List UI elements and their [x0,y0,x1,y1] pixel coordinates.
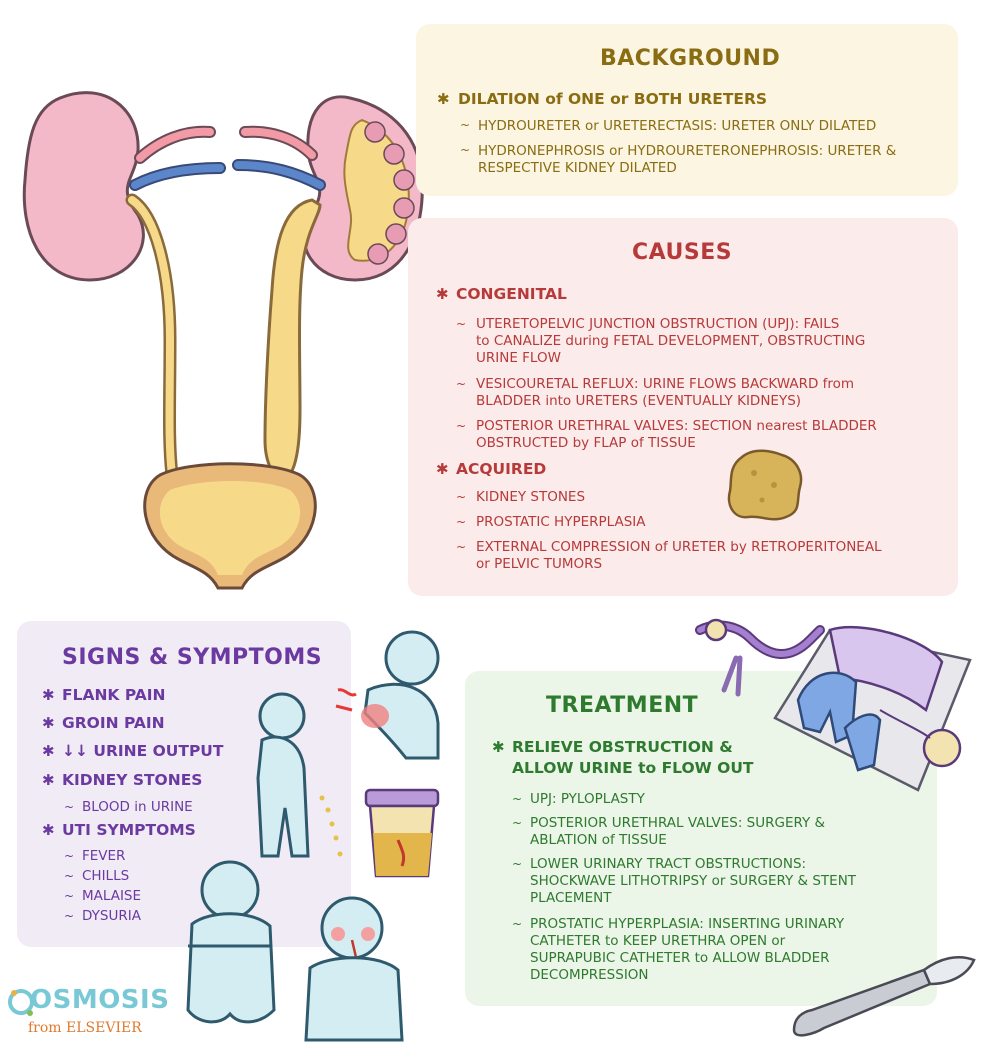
tilde-bullet-icon: ~ [460,143,471,157]
elsevier-text: from ELSEVIER [28,1020,142,1036]
tilde-bullet-icon: ~ [456,515,467,529]
congenital-item-3b: OBSTRUCTED by FLAP of TISSUE [476,435,696,451]
acquired-item-2: PROSTATIC HYPERPLASIA [476,514,646,530]
congenital-item-3a: POSTERIOR URETHRAL VALVES: SECTION neare… [476,418,877,434]
congenital-item-1a: UTERETOPELVIC JUNCTION OBSTRUCTION (UPJ)… [476,316,840,332]
tilde-bullet-icon: ~ [512,917,523,931]
treatment-item-3b: SHOCKWAVE LITHOTRIPSY or SURGERY & STENT [530,873,857,889]
treatment-item-4d: DECOMPRESSION [530,967,649,983]
treatment-title: TREATMENT [546,693,699,718]
background-sub-1: HYDROURETER or URETERECTASIS: URETER ONL… [478,118,877,134]
congenital-item-2a: VESICOURETAL REFLUX: URINE FLOWS BACKWAR… [476,376,855,392]
catheter-procedure-illustration [695,618,972,792]
sign-item-2: GROIN PAIN [62,714,165,732]
treatment-item-1: UPJ: PYLOPLASTY [530,791,645,807]
bullet-star-icon: ✱ [42,742,55,760]
treatment-point-1: RELIEVE OBSTRUCTION & [512,738,733,756]
tilde-bullet-icon: ~ [456,419,467,433]
osmosis-logo-text: OSMOSIS [30,985,170,1015]
acquired-item-3b: or PELVIC TUMORS [476,556,603,572]
bullet-star-icon: ✱ [492,738,505,756]
kidney-stones-sub: BLOOD in URINE [82,799,193,815]
uti-sub-1: FEVER [82,848,126,864]
congenital-item-2b: BLADDER into URETERS (EVENTUALLY KIDNEYS… [476,393,802,409]
treatment-item-4c: SUPRAPUBIC CATHETER to ALLOW BLADDER [530,950,830,966]
tilde-bullet-icon: ~ [456,490,467,504]
background-sub-2: HYDRONEPHROSIS or HYDROURETERONEPHROSIS:… [478,143,897,159]
bullet-star-icon: ✱ [42,821,55,839]
tilde-bullet-icon: ~ [64,889,75,903]
tilde-bullet-icon: ~ [460,118,471,132]
sign-item-5: UTI SYMPTOMS [62,821,196,839]
treatment-item-2b: ABLATION of TISSUE [530,832,667,848]
sign-item-3: ↓↓ URINE OUTPUT [62,742,224,760]
acquired-item-3a: EXTERNAL COMPRESSION of URETER by RETROP… [476,539,882,555]
tilde-bullet-icon: ~ [456,377,467,391]
tilde-bullet-icon: ~ [64,909,75,923]
signs-title: SIGNS & SYMPTOMS [62,645,323,670]
bullet-star-icon: ✱ [42,714,55,732]
osmosis-logo-icon [8,989,34,1016]
uti-sub-4: DYSURIA [82,908,141,924]
scalpel-icon [792,956,976,1037]
causes-title: CAUSES [632,240,733,265]
treatment-item-4b: CATHETER to KEEP URETHRA OPEN or [530,933,786,949]
kidney-stone-icon [727,449,803,521]
urinary-tract-illustration [22,91,424,590]
patient-figures-illustration [186,630,440,1042]
treatment-item-3c: PLACEMENT [530,890,612,906]
tilde-bullet-icon: ~ [64,869,75,883]
bullet-star-icon: ✱ [42,686,55,704]
acquired-item-1: KIDNEY STONES [476,489,586,505]
causes-panel [408,218,958,596]
sign-item-4: KIDNEY STONES [62,771,203,789]
treatment-point-2: ALLOW URINE to FLOW OUT [512,759,754,777]
treatment-item-3a: LOWER URINARY TRACT OBSTRUCTIONS: [530,856,807,872]
congenital-item-1b: to CANALIZE during FETAL DEVELOPMENT, OB… [476,333,866,349]
tilde-bullet-icon: ~ [456,317,467,331]
background-panel [416,24,958,196]
uti-sub-2: CHILLS [82,868,130,884]
tilde-bullet-icon: ~ [512,792,523,806]
bullet-star-icon: ✱ [437,90,450,108]
tilde-bullet-icon: ~ [64,849,75,863]
bullet-star-icon: ✱ [42,771,55,789]
background-title: BACKGROUND [600,46,781,71]
background-point: DILATION of ONE or BOTH URETERS [458,90,768,108]
congenital-item-1c: URINE FLOW [476,350,561,366]
sign-item-1: FLANK PAIN [62,686,166,704]
tilde-bullet-icon: ~ [64,800,75,814]
tilde-bullet-icon: ~ [512,816,523,830]
tilde-bullet-icon: ~ [456,540,467,554]
congenital-heading: CONGENITAL [456,285,567,303]
uti-sub-3: MALAISE [82,888,142,904]
treatment-item-2a: POSTERIOR URETHRAL VALVES: SURGERY & [530,815,826,831]
background-sub-3: RESPECTIVE KIDNEY DILATED [478,160,677,176]
acquired-heading: ACQUIRED [456,460,547,478]
bullet-star-icon: ✱ [436,285,449,303]
treatment-item-4a: PROSTATIC HYPERPLASIA: INSERTING URINARY [530,916,845,932]
bullet-star-icon: ✱ [436,460,449,478]
tilde-bullet-icon: ~ [512,857,523,871]
